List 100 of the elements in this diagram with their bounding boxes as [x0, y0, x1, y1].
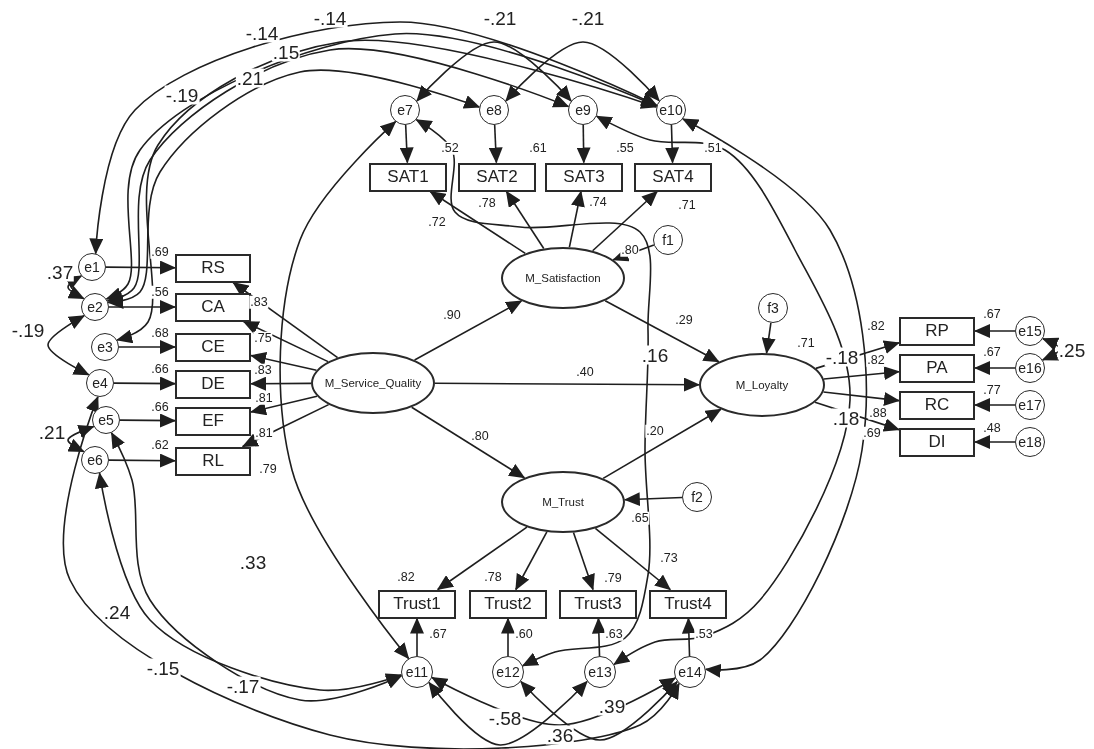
- path-coefficient: .80: [470, 429, 490, 443]
- path-coefficient: .73: [659, 551, 679, 565]
- variable-circle: f3: [758, 293, 788, 323]
- arrow: [505, 190, 545, 250]
- path-coefficient: .79: [258, 462, 278, 476]
- covariance-label: -.58: [487, 708, 523, 728]
- variable-circle: e8: [479, 95, 509, 125]
- r-squared-label: .67: [982, 307, 1002, 321]
- covariance-arrow: [107, 69, 481, 309]
- path-coefficient: .20: [645, 424, 665, 438]
- covariance-arrow: [520, 680, 679, 741]
- covariance-arrow: [89, 21, 658, 255]
- r-squared-label: .80: [620, 243, 640, 257]
- indicator-box: RC: [899, 390, 975, 420]
- covariance-arrow: [116, 39, 658, 344]
- arrow: [974, 398, 1016, 412]
- covariance-label: -.19: [164, 85, 200, 105]
- arrow: [761, 322, 776, 355]
- covariance-arrow: [279, 120, 410, 660]
- indicator-box: Trust4: [649, 589, 727, 619]
- path-coefficient: .83: [253, 363, 273, 377]
- indicator-box: PA: [899, 353, 975, 383]
- variable-circle: e11: [401, 656, 433, 688]
- path-coefficient: .88: [868, 406, 888, 420]
- r-squared-label: .66: [150, 362, 170, 376]
- variable-circle: e12: [492, 656, 524, 688]
- r-squared-label: .69: [150, 245, 170, 259]
- variable-circle: f1: [653, 225, 683, 255]
- covariance-label: .16: [640, 345, 670, 365]
- path-coefficient: .79: [603, 571, 623, 585]
- arrow: [591, 617, 606, 657]
- r-squared-label: .60: [514, 627, 534, 641]
- covariance-arrow: [416, 41, 572, 102]
- covariance-arrow: [595, 115, 851, 666]
- covariance-label: .21: [235, 68, 265, 88]
- arrow: [250, 395, 318, 416]
- path-coefficient: .82: [866, 319, 886, 333]
- r-squared-label: .67: [982, 345, 1002, 359]
- variable-circle: e13: [584, 656, 616, 688]
- r-squared-label: .48: [982, 421, 1002, 435]
- arrow: [974, 361, 1016, 375]
- r-squared-label: .53: [694, 627, 714, 641]
- arrow: [242, 320, 329, 363]
- variable-circle: e14: [674, 656, 706, 688]
- indicator-box: RP: [899, 316, 975, 346]
- r-squared-label: .65: [630, 511, 650, 525]
- arrow: [665, 124, 680, 164]
- arrow: [681, 617, 696, 657]
- variable-circle: e15: [1015, 316, 1045, 346]
- covariance-arrow: [47, 315, 90, 376]
- arrow: [410, 617, 424, 657]
- variable-circle: f2: [682, 482, 712, 512]
- arrow: [488, 124, 503, 164]
- arrow: [108, 300, 176, 314]
- covariance-label: .36: [545, 725, 575, 745]
- arrow: [572, 531, 595, 591]
- indicator-box: Trust3: [559, 589, 637, 619]
- indicator-box: SAT3: [545, 162, 623, 192]
- covariance-arrow: [428, 680, 588, 746]
- covariance-label: -.18: [824, 347, 860, 367]
- arrow: [118, 340, 176, 354]
- r-squared-label: .67: [428, 627, 448, 641]
- variable-circle: e16: [1015, 353, 1045, 383]
- indicator-box: CE: [175, 332, 251, 362]
- covariance-label: -.17: [225, 676, 261, 696]
- arrow: [108, 453, 176, 468]
- indicator-box: Trust1: [378, 589, 456, 619]
- path-coefficient: .81: [254, 426, 274, 440]
- path-coefficient: .90: [442, 308, 462, 322]
- covariance-arrow: [95, 472, 403, 692]
- path-coefficient: .40: [575, 365, 595, 379]
- path-coefficient: .72: [427, 215, 447, 229]
- arrow: [413, 300, 523, 361]
- variable-circle: e6: [81, 446, 109, 474]
- arrow: [594, 527, 672, 591]
- arrow: [436, 526, 528, 591]
- arrow: [250, 376, 312, 391]
- r-squared-label: .61: [528, 141, 548, 155]
- covariance-arrow: [64, 275, 85, 300]
- indicator-box: RL: [175, 446, 251, 476]
- arrow: [974, 435, 1016, 449]
- arrow: [399, 124, 414, 164]
- arrow: [105, 260, 176, 275]
- covariance-arrow: [110, 431, 403, 702]
- variable-circle: e18: [1015, 427, 1045, 457]
- arrow: [602, 408, 722, 480]
- latent-ellipse: M_Trust: [501, 471, 625, 533]
- variable-circle: e4: [86, 369, 114, 397]
- path-coefficient: .82: [396, 570, 416, 584]
- covariance-arrow: [62, 395, 680, 749]
- r-squared-label: .63: [604, 627, 624, 641]
- indicator-box: SAT1: [369, 162, 447, 192]
- indicator-box: DE: [175, 369, 251, 399]
- arrow: [434, 377, 700, 392]
- r-squared-label: .77: [982, 383, 1002, 397]
- arrow: [515, 531, 548, 591]
- indicator-box: Trust2: [469, 589, 547, 619]
- variable-circle: e1: [78, 253, 106, 281]
- arrow: [822, 391, 900, 406]
- variable-circle: e17: [1015, 390, 1045, 420]
